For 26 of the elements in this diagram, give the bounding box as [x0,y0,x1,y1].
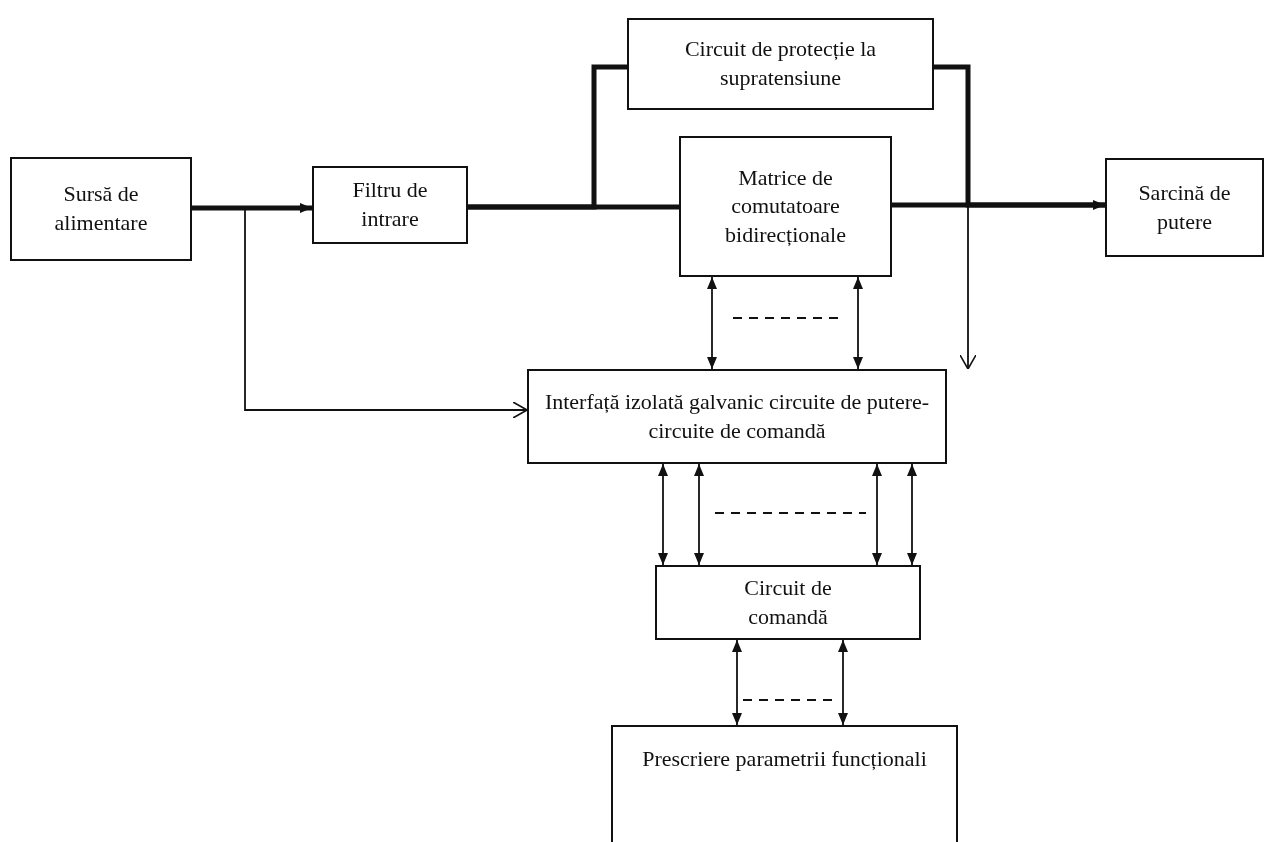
arrow [694,463,704,566]
arrow [872,463,882,566]
process-box [627,18,934,110]
box-label: Interfață izolată galvanic circuite de putere-circuite de comandă [543,387,931,445]
box-label: Sursă de alimentare [53,180,149,237]
process-box [611,725,958,842]
process-box [527,369,947,464]
arrow [732,639,742,726]
box-label: Sarcină de putere [1137,178,1232,236]
arrow [853,276,863,370]
box-label: Circuit de comandă [743,573,833,631]
process-box [312,166,468,244]
arrow [707,276,717,370]
arrow [907,463,917,566]
arrow [658,463,668,566]
arrow [192,203,312,213]
box-label: Filtru de intrare [351,176,429,233]
process-box [10,157,192,261]
process-box [655,565,921,640]
arrow [838,639,848,726]
process-box [679,136,892,277]
arrow [933,66,977,370]
box-label: Matrice de comutatoare bidirecționale [724,163,847,249]
box-label: Circuit de protecție la supratensiune [683,35,878,92]
process-box [1105,158,1264,257]
box-label: Prescriere parametrii funcționali [642,745,927,773]
